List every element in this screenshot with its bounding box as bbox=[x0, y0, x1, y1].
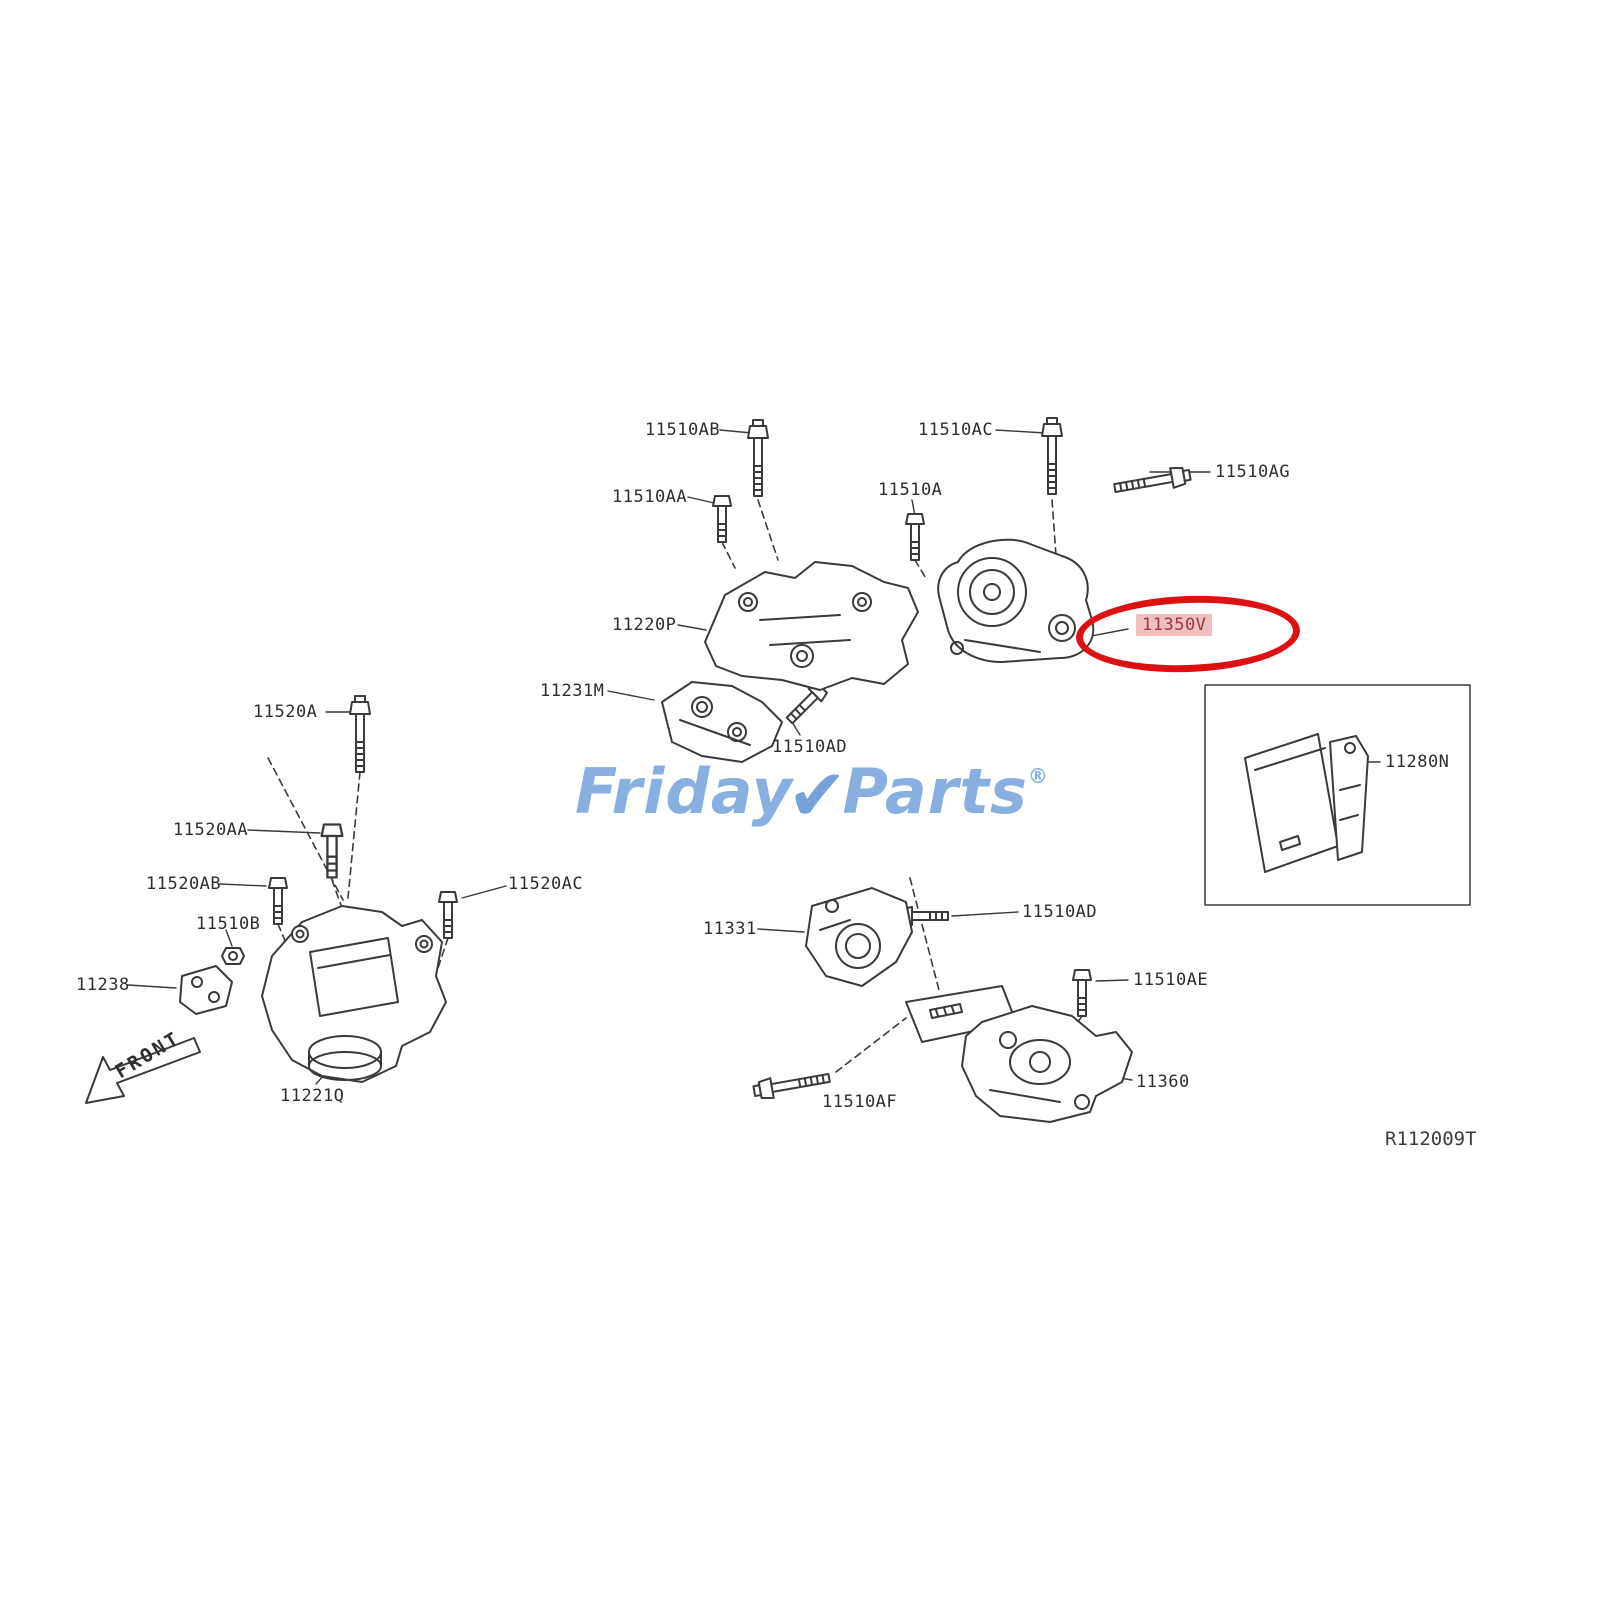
bolt-11520ab-icon bbox=[268, 877, 288, 925]
registered-mark: ® bbox=[1027, 764, 1049, 788]
part-label-11220p: 11220P bbox=[612, 615, 677, 635]
part-drawing-11238 bbox=[179, 965, 233, 1015]
part-label-11280n: 11280N bbox=[1385, 752, 1450, 772]
part-label-11221q: 11221Q bbox=[280, 1086, 345, 1106]
part-label-11520ac: 11520AC bbox=[508, 874, 584, 894]
watermark-text-right: Parts bbox=[842, 755, 1028, 828]
part-label-11510a: 11510A bbox=[878, 480, 943, 500]
part-label-11520a: 11520A bbox=[253, 702, 318, 722]
bolt-11510ag-icon bbox=[1112, 464, 1193, 499]
watermark-text-left: Friday bbox=[575, 755, 794, 828]
bolt-11520aa-icon bbox=[320, 823, 344, 879]
part-label-11231m: 11231M bbox=[540, 681, 605, 701]
part-label-11510ag: 11510AG bbox=[1215, 462, 1291, 482]
bolt-11520ac-icon bbox=[438, 891, 458, 939]
bolt-11510ae-icon bbox=[1072, 969, 1092, 1017]
bolt-11510ab-icon bbox=[747, 419, 769, 497]
part-label-11510ae: 11510AE bbox=[1133, 970, 1209, 990]
part-drawing-11350v bbox=[937, 538, 1095, 663]
bolt-11510af-icon bbox=[751, 1067, 832, 1102]
fridayparts-watermark: Friday✔Parts® bbox=[575, 746, 1049, 837]
part-label-11510aa: 11510AA bbox=[612, 487, 688, 507]
part-label-11238: 11238 bbox=[76, 975, 130, 995]
bolt-11510aa-icon bbox=[712, 495, 732, 543]
part-label-11510ad-bottom: 11510AD bbox=[1022, 902, 1098, 922]
check-mark-icon: ✔ bbox=[787, 753, 849, 837]
part-drawing-11220p bbox=[704, 561, 919, 691]
part-label-11510af: 11510AF bbox=[822, 1092, 898, 1112]
part-label-11510b: 11510B bbox=[196, 914, 261, 934]
diagram-reference-code: R112009T bbox=[1385, 1128, 1477, 1150]
part-label-11510ad-top: 11510AD bbox=[772, 737, 848, 757]
part-label-11350v-highlighted: 11350V bbox=[1136, 614, 1213, 636]
front-arrow-icon bbox=[85, 1037, 201, 1104]
nut-11510b-icon bbox=[221, 947, 245, 965]
part-drawing-11231m bbox=[661, 681, 783, 763]
part-label-11360: 11360 bbox=[1136, 1072, 1190, 1092]
bolt-11510a-icon bbox=[905, 513, 925, 561]
part-drawing-11331 bbox=[805, 887, 913, 987]
part-label-11520ab: 11520AB bbox=[146, 874, 222, 894]
part-drawing-11360 bbox=[961, 1005, 1133, 1123]
bolt-11520a-icon bbox=[349, 695, 371, 773]
part-label-11520aa: 11520AA bbox=[173, 820, 249, 840]
part-label-11510ab: 11510AB bbox=[645, 420, 721, 440]
bolt-11510ac-icon bbox=[1041, 417, 1063, 495]
part-label-11510ac: 11510AC bbox=[918, 420, 994, 440]
part-drawing-slotted-plate bbox=[905, 985, 1017, 1043]
part-drawing-11280n bbox=[1204, 684, 1471, 906]
part-label-11331: 11331 bbox=[703, 919, 757, 939]
part-drawing-11221q bbox=[261, 905, 447, 1083]
